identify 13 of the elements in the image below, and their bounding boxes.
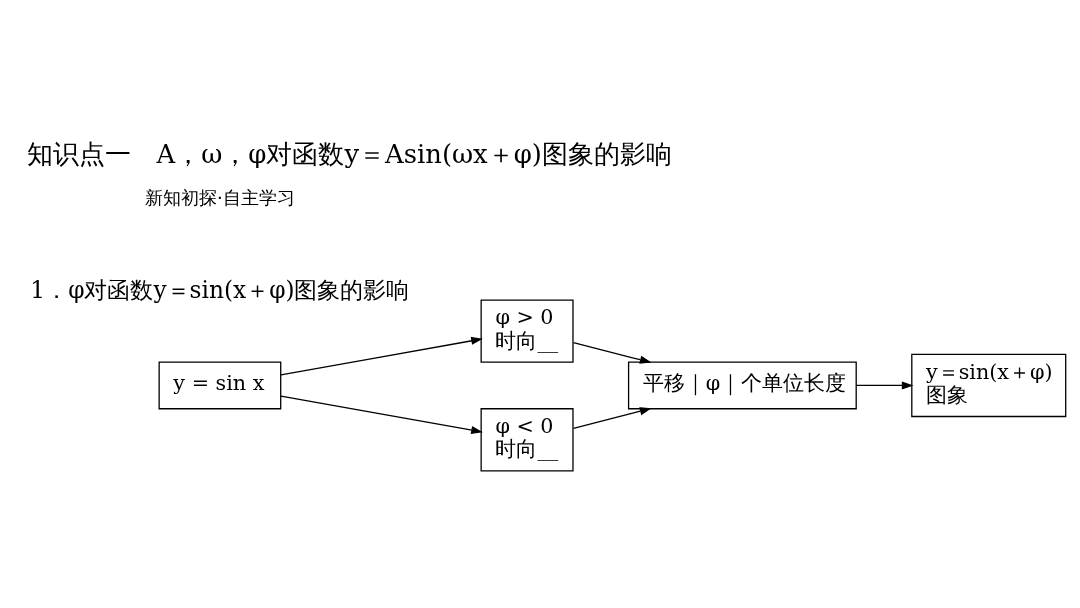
label: 1．φ对函数y＝sin(x＋φ)图象的影响 <box>30 276 410 304</box>
diagram-title: 知识点一 A，ω，φ对函数y＝Asin(ωx＋φ)图象的影响 <box>26 139 672 170</box>
arrow <box>280 395 483 435</box>
node-box: 平移｜φ｜个单位长度 <box>627 361 857 410</box>
node-box: φ < 0 时向__ <box>480 408 574 472</box>
arrow <box>855 381 914 390</box>
arrow <box>572 342 652 364</box>
arrow <box>280 336 483 376</box>
node-box: y＝sin(x＋φ) 图象 <box>911 353 1067 418</box>
label: 新知初探·自主学习 <box>145 187 295 209</box>
node-box: φ > 0 时向__ <box>480 299 574 363</box>
arrow <box>572 407 652 429</box>
node-box: y = sin x <box>158 361 282 410</box>
